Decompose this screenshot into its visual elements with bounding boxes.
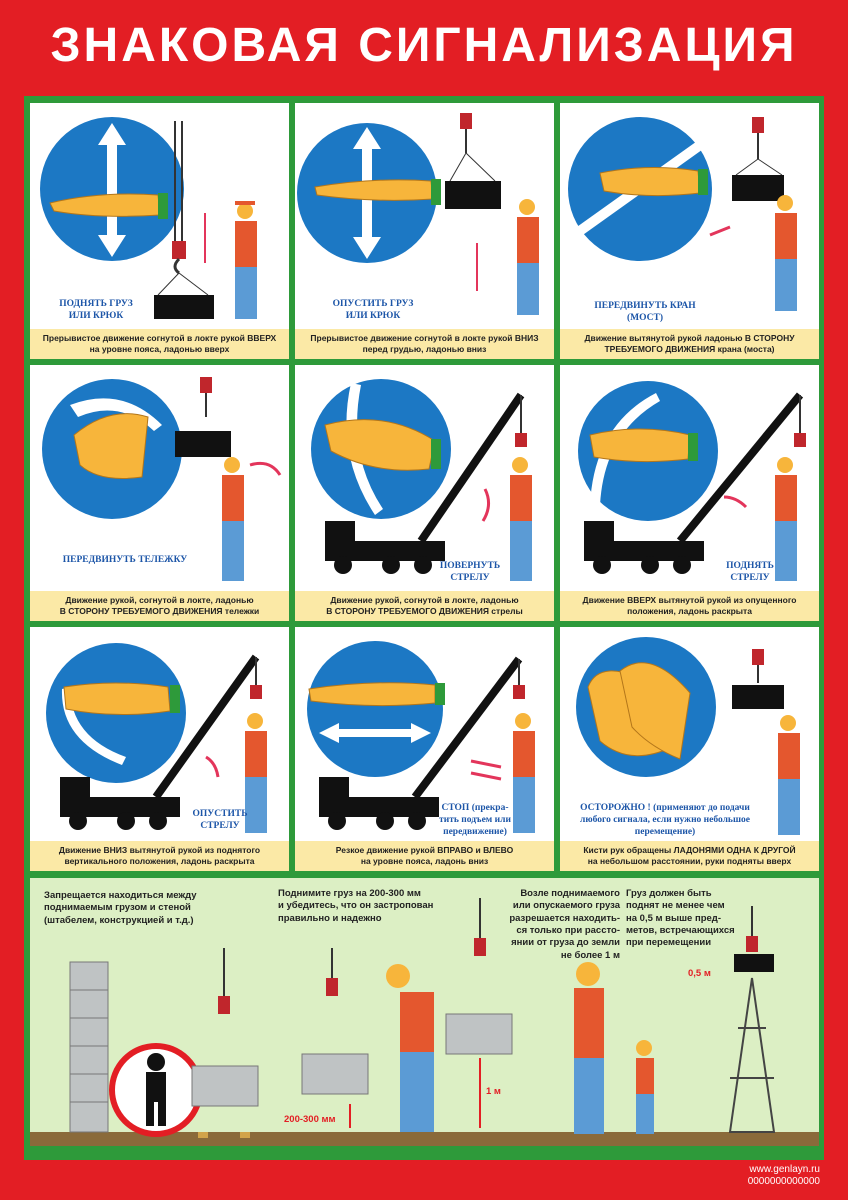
- caption-move-crane: Движение вытянутой рукой ладонью В СТОРО…: [560, 329, 819, 359]
- lower-illustration: [297, 113, 539, 315]
- label-rotate-boom: ПОВЕРНУТЬ СТРЕЛУ: [439, 561, 501, 583]
- panel-rotate-boom: ПОВЕРНУТЬ СТРЕЛУ Движение рукой, согнуто…: [295, 365, 554, 621]
- footer-site[interactable]: www.genlayn.ru: [749, 1164, 820, 1175]
- label-lower-boom: ОПУСТИТЬ СТРЕЛУ: [192, 809, 248, 831]
- caption-raise-boom: Движение ВВЕРХ вытянутой рукой из опущен…: [560, 591, 819, 621]
- panel-lower-boom: ОПУСТИТЬ СТРЕЛУ Движение ВНИЗ вытянутой …: [30, 627, 289, 871]
- note-test-lift: Поднимите груз на 200-300 мм и убедитесь…: [278, 888, 434, 924]
- panel-stop: СТОП (прекра- тить подъем или передвижен…: [295, 627, 554, 871]
- rotate-boom-illustration: [311, 379, 532, 581]
- raise-boom-illustration: [578, 381, 806, 581]
- panel-caution: ОСТОРОЖНО ! (применяют до подачи любого …: [560, 627, 819, 871]
- signal-grid: ПОДНЯТЬ ГРУЗ ИЛИ КРЮК Прерывистое движен…: [30, 103, 819, 871]
- dim-200-300: 200-300 мм: [284, 1114, 336, 1125]
- caption-stop: Резкое движение рукой ВПРАВО и ВЛЕВО на …: [295, 841, 554, 871]
- label-raise-load: ПОДНЯТЬ ГРУЗ ИЛИ КРЮК: [59, 299, 133, 321]
- caption-rotate-boom: Движение рукой, согнутой в локте, ладонь…: [295, 591, 554, 621]
- safety-illustration: [30, 898, 819, 1146]
- panel-raise-load: ПОДНЯТЬ ГРУЗ ИЛИ КРЮК Прерывистое движен…: [30, 103, 289, 359]
- dim-1m: 1 м: [486, 1086, 501, 1097]
- note-distance: Возле поднимаемого или опускаемого груза…: [509, 888, 620, 961]
- note-height: Груз должен быть поднят не менее чем на …: [626, 888, 735, 949]
- panel-move-crane: ПЕРЕДВИНУТЬ КРАН (МОСТ) Движение вытянут…: [560, 103, 819, 359]
- label-lower-load: ОПУСТИТЬ ГРУЗ ИЛИ КРЮК: [332, 299, 414, 321]
- stop-illustration: [307, 641, 535, 833]
- label-caution: ОСТОРОЖНО ! (применяют до подачи любого …: [580, 803, 750, 837]
- caption-caution: Кисти рук обращены ЛАДОНЯМИ ОДНА К ДРУГО…: [560, 841, 819, 871]
- caption-move-trolley: Движение рукой, согнутой в локте, ладонь…: [30, 591, 289, 621]
- poster-title: ЗНАКОВАЯ СИГНАЛИЗАЦИЯ: [50, 19, 798, 72]
- panel-lower-load: ОПУСТИТЬ ГРУЗ ИЛИ КРЮК Прерывистое движе…: [295, 103, 554, 359]
- label-raise-boom: ПОДНЯТЬ СТРЕЛУ: [726, 561, 774, 583]
- trolley-illustration: [42, 377, 282, 581]
- label-move-trolley: ПЕРЕДВИНУТЬ ТЕЛЕЖКУ: [62, 555, 188, 565]
- panel-raise-boom: ПОДНЯТЬ СТРЕЛУ Движение ВВЕРХ вытянутой …: [560, 365, 819, 621]
- footer-code: 0000000000000: [747, 1176, 820, 1187]
- caption-raise-load: Прерывистое движение согнутой в локте ру…: [30, 329, 289, 359]
- move-crane-illustration: [568, 117, 797, 311]
- safety-rules-section: Запрещается находиться между поднимаемым…: [30, 878, 819, 1146]
- caption-lower-boom: Движение ВНИЗ вытянутой рукой из поднято…: [30, 841, 289, 871]
- footer: www.genlayn.ru 0000000000000: [748, 1164, 820, 1188]
- lower-boom-illustration: [46, 643, 267, 833]
- raise-illustration: [40, 117, 257, 319]
- label-move-crane: ПЕРЕДВИНУТЬ КРАН (МОСТ): [594, 301, 696, 323]
- caution-illustration: [576, 637, 800, 835]
- note-no-standing: Запрещается находиться между поднимаемым…: [44, 890, 197, 926]
- label-stop: СТОП (прекра- тить подъем или передвижен…: [439, 803, 511, 837]
- dim-0-5m: 0,5 м: [688, 968, 711, 979]
- caption-lower-load: Прерывистое движение согнутой в локте ру…: [295, 329, 554, 359]
- panel-move-trolley: ПЕРЕДВИНУТЬ ТЕЛЕЖКУ Движение рукой, согн…: [30, 365, 289, 621]
